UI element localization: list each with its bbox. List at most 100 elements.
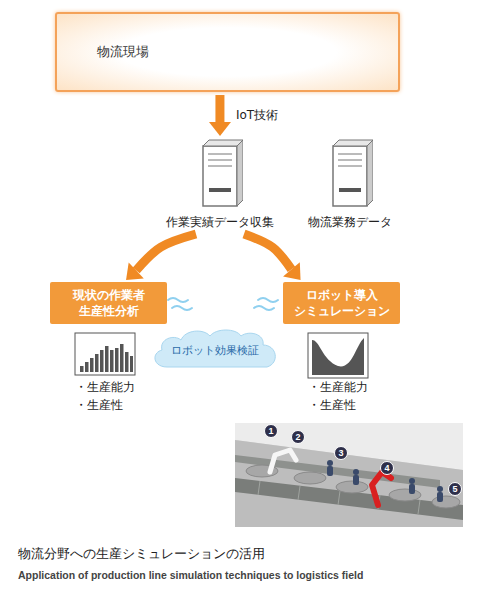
worker-body [409, 484, 415, 494]
server-slot [339, 188, 361, 192]
flow-arrow [209, 95, 231, 136]
node-text: ロボット効果検証 [171, 343, 259, 358]
server-node: 物流業務データ [290, 138, 410, 231]
stripe [418, 500, 420, 514]
bar [125, 352, 129, 372]
wave-mark [168, 298, 188, 302]
bar [100, 350, 104, 372]
bar [95, 354, 99, 372]
worker-head [437, 486, 443, 492]
bar [85, 362, 89, 372]
callout-circle [292, 431, 305, 444]
stripe [338, 491, 340, 505]
chart-frame [75, 333, 135, 375]
process-box: ロボット導入 シミュレーション [283, 282, 400, 324]
bullet-text: ・生産性 [75, 397, 123, 414]
wave-marks [168, 298, 278, 310]
server-front [203, 146, 237, 206]
callout-circle [449, 483, 462, 496]
bar [105, 346, 109, 372]
chart-frame [308, 333, 368, 378]
arrow-head [283, 262, 300, 280]
caption: 物流分野への生産シミュレーションの活用 [18, 545, 265, 563]
worker-head [327, 460, 333, 466]
server-line [208, 154, 232, 155]
callout-number: 5 [452, 485, 457, 494]
bullet-text: ・生産能力 [308, 379, 368, 396]
node-text: ロボット導入 シミュレーション [289, 287, 394, 319]
station [432, 496, 460, 508]
arrow-head [209, 122, 231, 136]
callout-number: 3 [338, 449, 343, 458]
cloud-shape: ロボット効果検証 [149, 327, 281, 369]
cloud-path [155, 330, 275, 367]
node-text: 作業実績データ収集 [166, 214, 274, 231]
arrow-shaft [215, 95, 224, 122]
server-line [338, 160, 362, 161]
chart-area [312, 338, 364, 375]
server-side [367, 140, 373, 206]
arrow-shaft [244, 234, 291, 269]
process-box: 現状の作業者 生産性分析 [50, 282, 167, 324]
callout-circle [335, 447, 348, 460]
station [336, 481, 368, 493]
bar [110, 350, 114, 372]
wave-mark [172, 306, 192, 310]
station [389, 489, 421, 501]
chart-bars [80, 344, 133, 372]
conveyor-stripes [258, 481, 420, 514]
bullet-text: ・生産能力 [75, 379, 135, 396]
server-line [338, 166, 362, 167]
histogram-chart-icon [75, 333, 135, 375]
lower-conveyor [235, 478, 463, 520]
server-line [338, 154, 362, 155]
node-text: 物流業務データ [308, 214, 392, 231]
callout-number: 2 [295, 433, 300, 442]
bullet-text: ・生産性 [308, 397, 356, 414]
server-node: 作業実績データ収集 [160, 138, 280, 231]
server-line [208, 160, 232, 161]
bar [120, 344, 124, 372]
stripe [298, 486, 300, 500]
edge-label: IoT技術 [234, 107, 280, 124]
stripe [258, 481, 260, 495]
simulation-screenshot [235, 423, 463, 527]
arrow-shaft [136, 234, 196, 270]
bar [115, 348, 119, 372]
server-line [208, 166, 232, 167]
work-stations [246, 465, 460, 508]
server-icon [197, 138, 243, 208]
worker-body [437, 492, 443, 502]
site-box: 物流現場 [55, 12, 400, 92]
bar [80, 366, 84, 372]
caption-english: Application of production line simulatio… [18, 569, 363, 581]
callout-circles [265, 425, 462, 496]
station [294, 472, 326, 484]
callout-number: 4 [384, 464, 389, 473]
image-ground [235, 423, 463, 527]
server-side [237, 140, 243, 206]
server-top [333, 140, 373, 146]
worker-head [353, 469, 359, 475]
node-text: 物流現場 [97, 43, 149, 61]
white-robot-arm [270, 450, 296, 472]
bar [90, 358, 94, 372]
flow-arrow [126, 234, 196, 280]
callout-circle [265, 425, 278, 438]
callout-number: 1 [268, 427, 273, 436]
arrow-head [126, 262, 144, 280]
flow-arrow [244, 234, 301, 280]
server-front [333, 146, 367, 206]
red-robot-arm [372, 472, 391, 505]
server-icon [327, 138, 373, 208]
area-chart-icon [308, 333, 368, 378]
wave-mark [254, 306, 274, 310]
node-text: 現状の作業者 生産性分析 [56, 287, 161, 319]
worker-body [353, 475, 359, 485]
worker-body [327, 466, 333, 476]
server-slot [209, 188, 231, 192]
wave-mark [258, 298, 278, 302]
bar [130, 356, 133, 372]
workers [327, 460, 443, 502]
